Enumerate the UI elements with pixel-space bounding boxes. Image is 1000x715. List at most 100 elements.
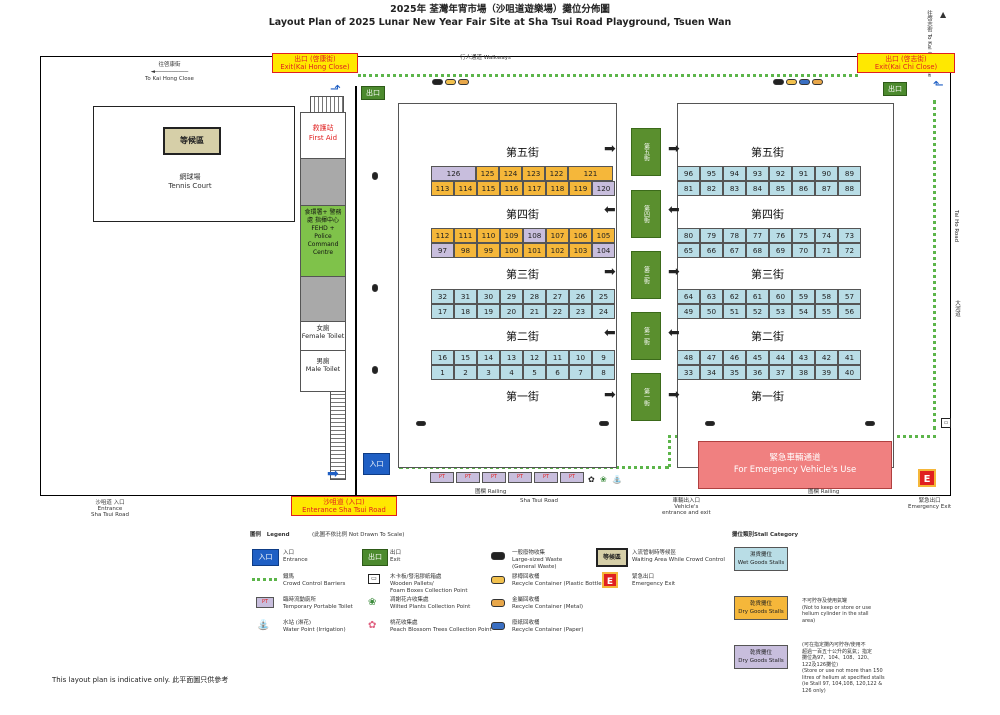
stall-67[interactable]: 67 [723, 243, 746, 258]
stall-44[interactable]: 44 [769, 350, 792, 365]
stall-102[interactable]: 102 [546, 243, 569, 258]
stall-82[interactable]: 82 [700, 181, 723, 196]
stall-119[interactable]: 119 [569, 181, 592, 196]
stall-63[interactable]: 63 [700, 289, 723, 304]
stall-19[interactable]: 19 [477, 304, 500, 319]
stall-57[interactable]: 57 [838, 289, 861, 304]
stall-30[interactable]: 30 [477, 289, 500, 304]
stall-66[interactable]: 66 [700, 243, 723, 258]
stall-112[interactable]: 112 [431, 228, 454, 243]
stall-125[interactable]: 125 [476, 166, 499, 181]
stall-98[interactable]: 98 [454, 243, 477, 258]
stall-51[interactable]: 51 [723, 304, 746, 319]
stall-69[interactable]: 69 [769, 243, 792, 258]
stall-16[interactable]: 16 [431, 350, 454, 365]
stall-56[interactable]: 56 [838, 304, 861, 319]
stall-52[interactable]: 52 [746, 304, 769, 319]
stall-12[interactable]: 12 [523, 350, 546, 365]
stall-117[interactable]: 117 [523, 181, 546, 196]
stall-103[interactable]: 103 [569, 243, 592, 258]
exit-button-right[interactable]: 出口 [883, 82, 907, 96]
stall-123[interactable]: 123 [522, 166, 545, 181]
stall-54[interactable]: 54 [792, 304, 815, 319]
stall-29[interactable]: 29 [500, 289, 523, 304]
stall-122[interactable]: 122 [545, 166, 568, 181]
stall-104[interactable]: 104 [592, 243, 615, 258]
stall-58[interactable]: 58 [815, 289, 838, 304]
main-entrance-sha-tsui[interactable]: 沙咀道 (入口)Enterance Sha Tsui Road [291, 496, 397, 516]
stall-23[interactable]: 23 [569, 304, 592, 319]
exit-kai-hong[interactable]: 出口 (啓康街)Exit(Kai Hong Close) [272, 53, 358, 73]
stall-2[interactable]: 2 [454, 365, 477, 380]
stall-3[interactable]: 3 [477, 365, 500, 380]
stall-28[interactable]: 28 [523, 289, 546, 304]
stall-34[interactable]: 34 [700, 365, 723, 380]
stall-68[interactable]: 68 [746, 243, 769, 258]
stall-45[interactable]: 45 [746, 350, 769, 365]
stall-88[interactable]: 88 [838, 181, 861, 196]
stall-1[interactable]: 1 [431, 365, 454, 380]
stall-33[interactable]: 33 [677, 365, 700, 380]
stall-81[interactable]: 81 [677, 181, 700, 196]
stall-126[interactable]: 126 [431, 166, 476, 181]
stall-108[interactable]: 108 [523, 228, 546, 243]
stall-80[interactable]: 80 [677, 228, 700, 243]
stall-71[interactable]: 71 [815, 243, 838, 258]
stall-9[interactable]: 9 [592, 350, 615, 365]
stall-101[interactable]: 101 [523, 243, 546, 258]
stall-111[interactable]: 111 [454, 228, 477, 243]
stall-13[interactable]: 13 [500, 350, 523, 365]
stall-25[interactable]: 25 [592, 289, 615, 304]
stall-106[interactable]: 106 [569, 228, 592, 243]
exit-kai-chi[interactable]: 出口 (啓志街)Exit(Kai Chi Close) [857, 53, 955, 73]
stall-73[interactable]: 73 [838, 228, 861, 243]
stall-26[interactable]: 26 [569, 289, 592, 304]
stall-79[interactable]: 79 [700, 228, 723, 243]
stall-60[interactable]: 60 [769, 289, 792, 304]
stall-100[interactable]: 100 [500, 243, 523, 258]
stall-116[interactable]: 116 [500, 181, 523, 196]
stall-5[interactable]: 5 [523, 365, 546, 380]
stall-48[interactable]: 48 [677, 350, 700, 365]
stall-61[interactable]: 61 [746, 289, 769, 304]
stall-77[interactable]: 77 [746, 228, 769, 243]
stall-24[interactable]: 24 [592, 304, 615, 319]
stall-21[interactable]: 21 [523, 304, 546, 319]
stall-85[interactable]: 85 [769, 181, 792, 196]
entrance-button[interactable]: 入口 [363, 453, 390, 475]
stall-35[interactable]: 35 [723, 365, 746, 380]
stall-47[interactable]: 47 [700, 350, 723, 365]
stall-105[interactable]: 105 [592, 228, 615, 243]
stall-74[interactable]: 74 [815, 228, 838, 243]
stall-72[interactable]: 72 [838, 243, 861, 258]
stall-89[interactable]: 89 [838, 166, 861, 181]
stall-39[interactable]: 39 [815, 365, 838, 380]
exit-button-left[interactable]: 出口 [361, 86, 385, 100]
stall-114[interactable]: 114 [454, 181, 477, 196]
stall-7[interactable]: 7 [569, 365, 592, 380]
stall-78[interactable]: 78 [723, 228, 746, 243]
stall-83[interactable]: 83 [723, 181, 746, 196]
stall-113[interactable]: 113 [431, 181, 454, 196]
stall-20[interactable]: 20 [500, 304, 523, 319]
stall-75[interactable]: 75 [792, 228, 815, 243]
stall-6[interactable]: 6 [546, 365, 569, 380]
stall-95[interactable]: 95 [700, 166, 723, 181]
stall-120[interactable]: 120 [592, 181, 615, 196]
stall-93[interactable]: 93 [746, 166, 769, 181]
emergency-exit-badge[interactable]: E [918, 469, 936, 487]
stall-4[interactable]: 4 [500, 365, 523, 380]
stall-37[interactable]: 37 [769, 365, 792, 380]
stall-17[interactable]: 17 [431, 304, 454, 319]
stall-15[interactable]: 15 [454, 350, 477, 365]
stall-90[interactable]: 90 [815, 166, 838, 181]
stall-53[interactable]: 53 [769, 304, 792, 319]
stall-107[interactable]: 107 [546, 228, 569, 243]
stall-32[interactable]: 32 [431, 289, 454, 304]
stall-38[interactable]: 38 [792, 365, 815, 380]
stall-62[interactable]: 62 [723, 289, 746, 304]
stall-65[interactable]: 65 [677, 243, 700, 258]
stall-14[interactable]: 14 [477, 350, 500, 365]
stall-22[interactable]: 22 [546, 304, 569, 319]
stall-55[interactable]: 55 [815, 304, 838, 319]
